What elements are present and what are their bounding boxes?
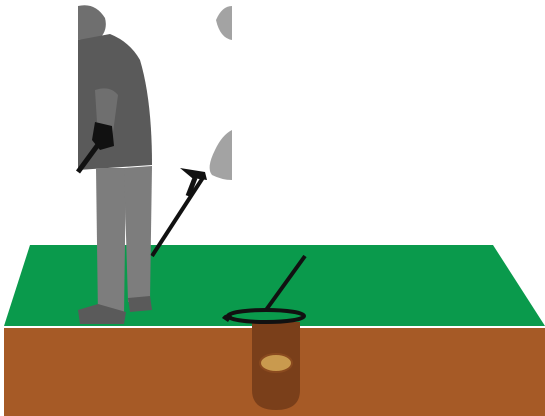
metal-detector-icon (152, 168, 207, 256)
person-with-metal-detector-icon (210, 6, 232, 180)
buried-coin-icon (260, 354, 292, 372)
